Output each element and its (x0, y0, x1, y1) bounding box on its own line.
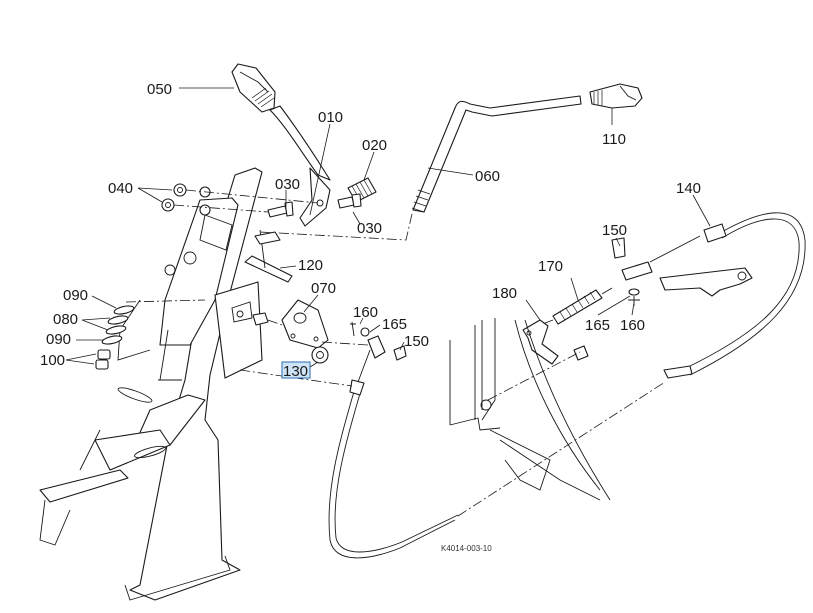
vehicle-body (449, 318, 611, 501)
label-030-a[interactable]: 030 (275, 176, 300, 193)
clevis-center (350, 321, 407, 361)
label-120[interactable]: 120 (298, 257, 323, 274)
cable-140 (649, 212, 806, 379)
label-050[interactable]: 050 (147, 81, 172, 98)
label-100[interactable]: 100 (40, 352, 65, 369)
label-150-right[interactable]: 150 (602, 222, 627, 239)
knob-110 (589, 83, 643, 109)
label-140[interactable]: 140 (676, 180, 701, 197)
rod-060 (411, 95, 582, 213)
label-170[interactable]: 170 (538, 258, 563, 275)
highlight-box-130 (281, 361, 311, 379)
label-070[interactable]: 070 (311, 280, 336, 297)
label-130-highlighted[interactable]: 130 (283, 363, 308, 380)
label-110[interactable]: 110 (602, 131, 626, 148)
label-040[interactable]: 040 (108, 180, 133, 197)
plate-070 (281, 299, 329, 349)
link-120 (244, 229, 293, 283)
label-010[interactable]: 010 (318, 109, 343, 126)
label-180[interactable]: 180 (492, 285, 517, 302)
frame-bracket (39, 167, 263, 601)
label-020[interactable]: 020 (362, 137, 387, 154)
cable-lower (239, 349, 666, 559)
lever-010 (269, 105, 331, 227)
leader-lines (65, 87, 711, 368)
arm-right (659, 267, 753, 297)
label-160-right[interactable]: 160 (620, 317, 645, 334)
label-165-center[interactable]: 165 (382, 316, 407, 333)
label-060[interactable]: 060 (475, 168, 500, 185)
bushing-130 (311, 346, 329, 364)
drawing-code: K4014-003-10 (441, 544, 492, 553)
bolt-030-a (267, 201, 294, 218)
label-150-center[interactable]: 150 (404, 333, 429, 350)
pin-stud (252, 312, 269, 326)
label-080[interactable]: 080 (53, 311, 78, 328)
label-030-b[interactable]: 030 (357, 220, 382, 237)
knob-050 (231, 63, 276, 113)
clevis-right (611, 237, 653, 306)
bracket-180 (522, 319, 589, 365)
bolt-030-b (337, 193, 362, 209)
label-090-bottom[interactable]: 090 (46, 331, 71, 348)
label-160-center[interactable]: 160 (353, 304, 378, 321)
label-090-top[interactable]: 090 (63, 287, 88, 304)
washers-stack (95, 305, 135, 370)
label-165-right[interactable]: 165 (585, 317, 610, 334)
